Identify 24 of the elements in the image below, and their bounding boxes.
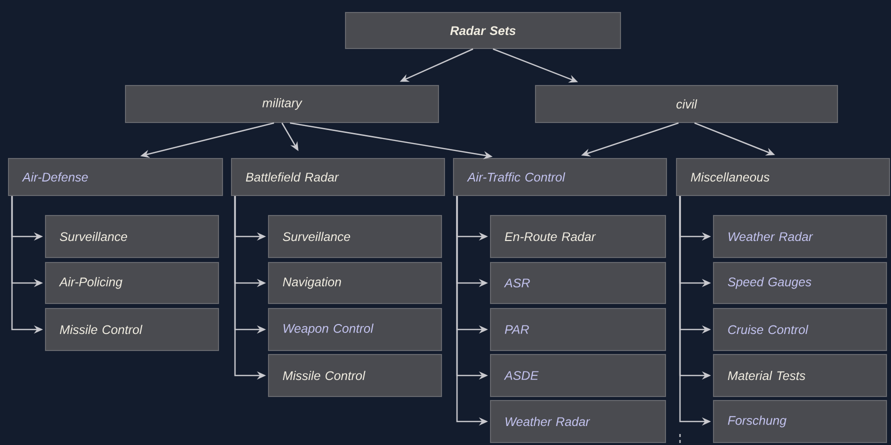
group-box: Radar Sets <box>345 12 621 49</box>
category-box: Air-Defense <box>8 158 223 196</box>
item-box: Material Tests <box>713 354 887 397</box>
item-box: Surveillance <box>268 215 442 258</box>
category-box: Miscellaneous <box>676 158 890 196</box>
group-box: civil <box>535 85 838 123</box>
item-box: Navigation <box>268 262 442 304</box>
item-box: Missile Control <box>268 354 442 397</box>
item-box: Surveillance <box>45 215 219 258</box>
item-box: Weather Radar <box>490 400 666 443</box>
item-box: ASDE <box>490 354 666 397</box>
category-box: Battlefield Radar <box>231 158 445 196</box>
group-box: military <box>125 85 439 123</box>
item-box: Weapon Control <box>268 308 442 351</box>
item-box: Air-Policing <box>45 262 219 304</box>
category-box: Air-Traffic Control <box>453 158 667 196</box>
item-box: En-Route Radar <box>490 215 666 258</box>
item-box: Cruise Control <box>713 308 887 351</box>
item-box: ASR <box>490 262 666 304</box>
item-box: Weather Radar <box>713 215 887 258</box>
item-box: PAR <box>490 308 666 351</box>
item-box: Forschung <box>713 400 887 443</box>
item-box: Speed Gauges <box>713 262 887 304</box>
item-box: Missile Control <box>45 308 219 351</box>
